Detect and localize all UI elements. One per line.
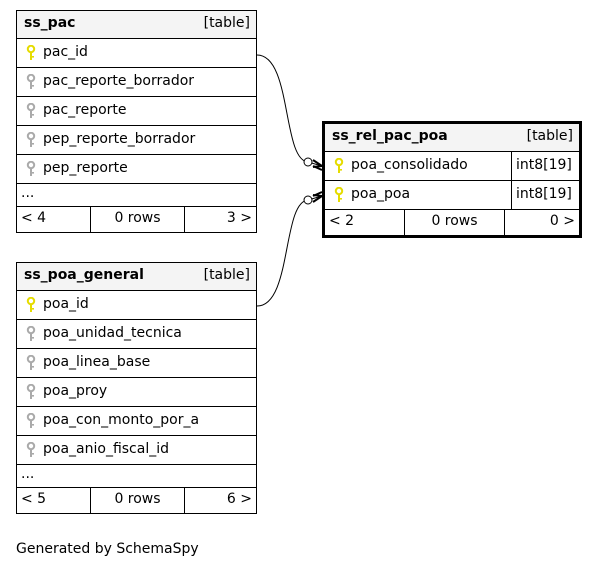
column-key-icon	[26, 132, 36, 147]
parents-count[interactable]: < 4	[21, 210, 47, 226]
column-row[interactable]: poa_linea_base	[17, 349, 256, 378]
relation-optional-marker	[303, 195, 313, 205]
primary-key-icon	[26, 45, 36, 60]
column-row[interactable]: poa_con_monto_por_a	[17, 407, 256, 436]
children-count[interactable]: 3 >	[226, 210, 252, 226]
column-name: poa_con_monto_por_a	[43, 412, 200, 428]
column-key-icon	[26, 442, 36, 457]
children-count[interactable]: 6 >	[226, 491, 252, 507]
parents-count[interactable]: < 2	[329, 213, 355, 229]
table-header: ss_poa_general [table]	[17, 263, 256, 291]
primary-key-icon	[26, 297, 36, 312]
column-row[interactable]: pep_reporte_borrador	[17, 126, 256, 155]
column-name: pep_reporte_borrador	[43, 131, 196, 147]
table-type: [table]	[203, 15, 250, 31]
primary-key-icon	[334, 158, 344, 173]
table-name: ss_rel_pac_poa	[332, 128, 448, 144]
relation-poa-to-rel	[256, 195, 323, 307]
generated-by-credit: Generated by SchemaSpy	[16, 541, 199, 557]
column-key-icon	[26, 413, 36, 428]
column-name: pep_reporte	[43, 160, 128, 176]
column-key-icon	[26, 384, 36, 399]
table-ss-poa-general[interactable]: ss_poa_general [table] poa_id poa_unidad…	[16, 262, 257, 514]
ellipsis: ...	[21, 466, 35, 482]
table-header: ss_rel_pac_poa [table]	[325, 124, 579, 152]
primary-key-icon	[334, 187, 344, 202]
column-row[interactable]: poa_poa int8[19]	[325, 181, 579, 210]
row-count: 0 rows	[90, 207, 185, 232]
table-footer: < 2 0 rows 0 >	[325, 210, 579, 235]
column-name: poa_poa	[351, 186, 411, 202]
more-columns-row: ...	[17, 184, 256, 207]
column-name: pac_reporte_borrador	[43, 73, 195, 89]
column-name: poa_unidad_tecnica	[43, 325, 182, 341]
column-row[interactable]: pep_reporte	[17, 155, 256, 184]
column-row[interactable]: pac_id	[17, 39, 256, 68]
column-key-icon	[26, 161, 36, 176]
table-header: ss_pac [table]	[17, 11, 256, 39]
column-row[interactable]: poa_id	[17, 291, 256, 320]
column-key-icon	[26, 326, 36, 341]
relation-optional-marker	[303, 157, 313, 167]
column-key-icon	[26, 74, 36, 89]
column-name: pac_reporte	[43, 102, 127, 118]
relation-pac-to-rel	[256, 54, 323, 167]
table-ss-pac[interactable]: ss_pac [table] pac_id pac_reporte_borrad…	[16, 10, 257, 233]
column-key-icon	[26, 103, 36, 118]
column-row[interactable]: pac_reporte_borrador	[17, 68, 256, 97]
column-row[interactable]: poa_proy	[17, 378, 256, 407]
column-key-icon	[26, 355, 36, 370]
table-footer: < 4 0 rows 3 >	[17, 207, 256, 232]
relation-crowfoot-marker	[312, 191, 323, 203]
column-name: poa_id	[43, 296, 89, 312]
table-ss-rel-pac-poa[interactable]: ss_rel_pac_poa [table] poa_consolidado i…	[322, 121, 582, 238]
column-name: poa_linea_base	[43, 354, 151, 370]
table-name: ss_poa_general	[24, 267, 144, 283]
column-row[interactable]: pac_reporte	[17, 97, 256, 126]
table-name: ss_pac	[24, 15, 76, 31]
parents-count[interactable]: < 5	[21, 491, 47, 507]
row-count: 0 rows	[90, 488, 185, 513]
column-type: int8[19]	[511, 181, 579, 209]
column-name: poa_anio_fiscal_id	[43, 441, 169, 457]
column-name: pac_id	[43, 44, 88, 60]
table-type: [table]	[526, 128, 573, 144]
column-name: poa_proy	[43, 383, 108, 399]
column-type: int8[19]	[511, 152, 579, 180]
column-row[interactable]: poa_consolidado int8[19]	[325, 152, 579, 181]
children-count[interactable]: 0 >	[549, 213, 575, 229]
row-count: 0 rows	[404, 210, 505, 235]
table-footer: < 5 0 rows 6 >	[17, 488, 256, 513]
column-row[interactable]: poa_anio_fiscal_id	[17, 436, 256, 465]
more-columns-row: ...	[17, 465, 256, 488]
ellipsis: ...	[21, 185, 35, 201]
relation-crowfoot-marker	[312, 159, 323, 171]
column-name: poa_consolidado	[351, 157, 468, 173]
column-row[interactable]: poa_unidad_tecnica	[17, 320, 256, 349]
table-type: [table]	[203, 267, 250, 283]
